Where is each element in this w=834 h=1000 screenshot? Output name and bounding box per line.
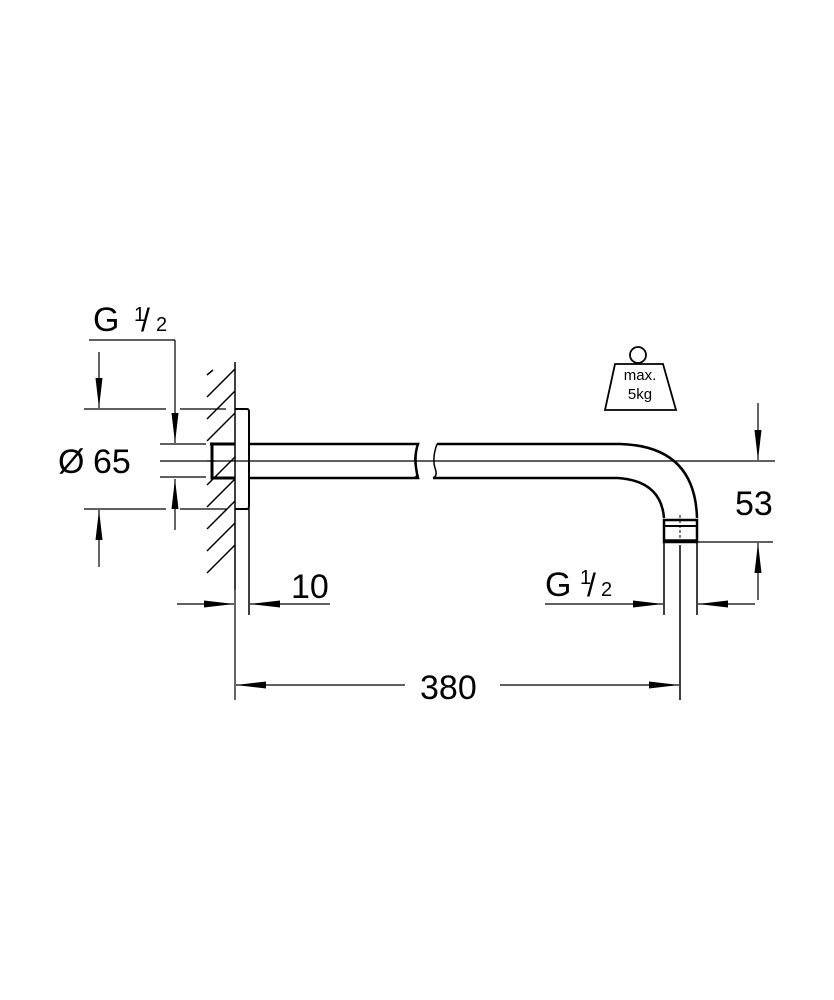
wall-thread-numerator: 1 — [134, 304, 145, 326]
outlet-thread-slash: / — [587, 567, 596, 603]
arm-length-value: 380 — [420, 669, 477, 707]
wall-thread-denominator: 2 — [156, 314, 167, 336]
dim-arm-length — [234, 590, 679, 700]
flange-diameter-value: 65 — [93, 443, 131, 481]
diameter-symbol: Ø — [58, 443, 84, 481]
dim-wall-thread — [89, 339, 206, 530]
outlet-thread-denominator: 2 — [601, 579, 612, 601]
wall-flange — [235, 408, 250, 615]
weight-icon — [603, 346, 678, 411]
shower-arm-pipe — [249, 442, 699, 519]
outlet-thread-prefix: G — [545, 566, 571, 604]
wall-hatching — [206, 362, 236, 590]
wall-thread-slash: / — [141, 302, 150, 338]
flange-depth-value: 10 — [291, 568, 329, 606]
weight-badge-line2: 5kg — [628, 386, 652, 403]
weight-badge-line1: max. — [624, 367, 657, 384]
outlet-thread-numerator: 1 — [580, 567, 591, 589]
dim-drop-height — [697, 403, 773, 600]
wall-thread-prefix: G — [93, 301, 119, 339]
drop-height-value: 53 — [735, 485, 773, 523]
dim-flange-diameter — [84, 352, 226, 567]
outlet-thread-fitting — [662, 515, 699, 700]
